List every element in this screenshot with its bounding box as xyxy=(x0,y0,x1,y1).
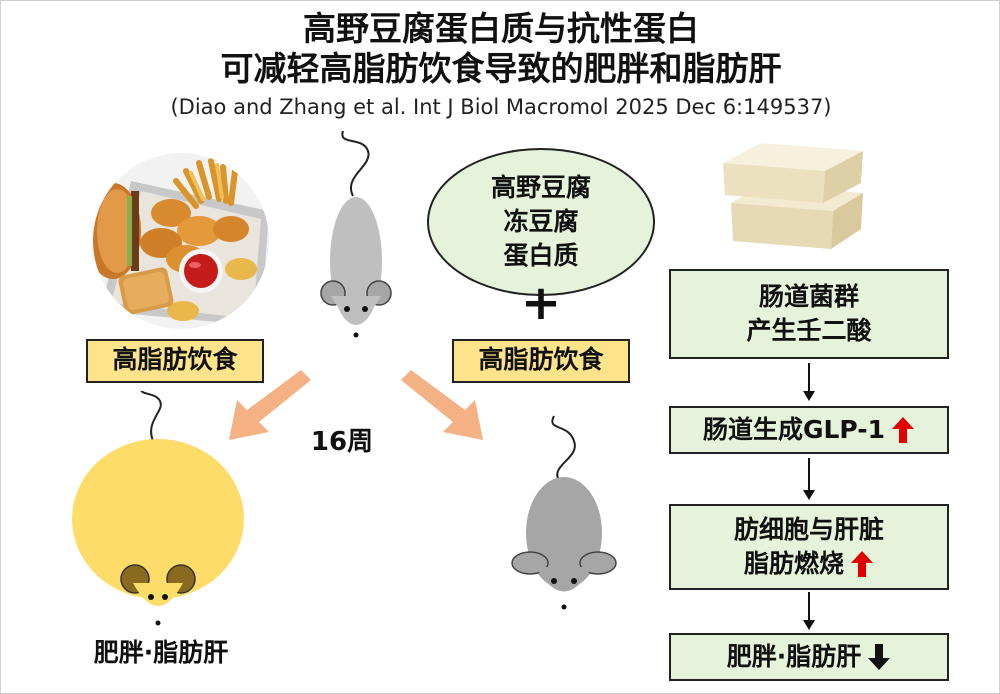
diet-arrow-right-icon xyxy=(401,370,483,440)
supplement-ellipse: 高野豆腐 冻豆腐 蛋白质 xyxy=(427,148,655,296)
diet-arrow-left-icon xyxy=(229,370,311,440)
step-2-line-1: 肠道生成GLP-1 xyxy=(702,415,886,444)
fat-mouse-icon xyxy=(72,391,244,626)
title-line-1: 高野豆腐蛋白质与抗性蛋白 xyxy=(303,9,699,48)
step-1-line-2: 产生壬二酸 xyxy=(746,316,872,345)
step-1-line-1: 肠道菌群 xyxy=(758,282,859,311)
mechanism-step-gut-bacteria: 肠道菌群 产生壬二酸 xyxy=(669,269,949,359)
red-up-arrow-icon xyxy=(851,551,873,577)
flow-arrow-icon xyxy=(803,458,815,500)
black-down-arrow-icon xyxy=(868,644,891,670)
obesity-fatty-liver-label: 肥胖·脂肪肝 xyxy=(93,638,229,667)
step-4-line-1: 肥胖·脂肪肝 xyxy=(726,642,862,671)
high-fat-diet-label-right: 高脂肪饮食 xyxy=(452,339,630,383)
duration-label: 16周 xyxy=(310,427,374,457)
tofu-blocks-icon xyxy=(723,143,863,249)
flow-arrow-icon xyxy=(803,592,815,630)
high-fat-diet-label-left: 高脂肪饮食 xyxy=(86,339,264,383)
citation: (Diao and Zhang et al. Int J Biol Macrom… xyxy=(170,95,832,119)
mechanism-step-outcome: 肥胖·脂肪肝 xyxy=(669,633,949,681)
mechanism-step-glp1: 肠道生成GLP-1 xyxy=(669,406,949,454)
step-3-line-1: 肪细胞与肝脏 xyxy=(733,515,884,544)
mouse-icon xyxy=(511,415,617,610)
mouse-icon xyxy=(320,131,392,338)
step-3-line-2: 脂肪燃烧 xyxy=(743,549,844,578)
flow-arrow-icon xyxy=(803,363,815,401)
red-up-arrow-icon xyxy=(892,417,915,443)
mechanism-step-fat-burning: 肪细胞与肝脏 脂肪燃烧 xyxy=(669,504,949,590)
supplement-line-3: 蛋白质 xyxy=(503,241,579,270)
title-line-2: 可减轻高脂肪饮食导致的肥胖和脂肪肝 xyxy=(220,49,782,88)
plus-sign: + xyxy=(520,275,562,331)
fast-food-plate-icon xyxy=(93,153,269,329)
supplement-line-1: 高野豆腐 xyxy=(490,173,591,202)
supplement-line-2: 冻豆腐 xyxy=(503,207,579,236)
